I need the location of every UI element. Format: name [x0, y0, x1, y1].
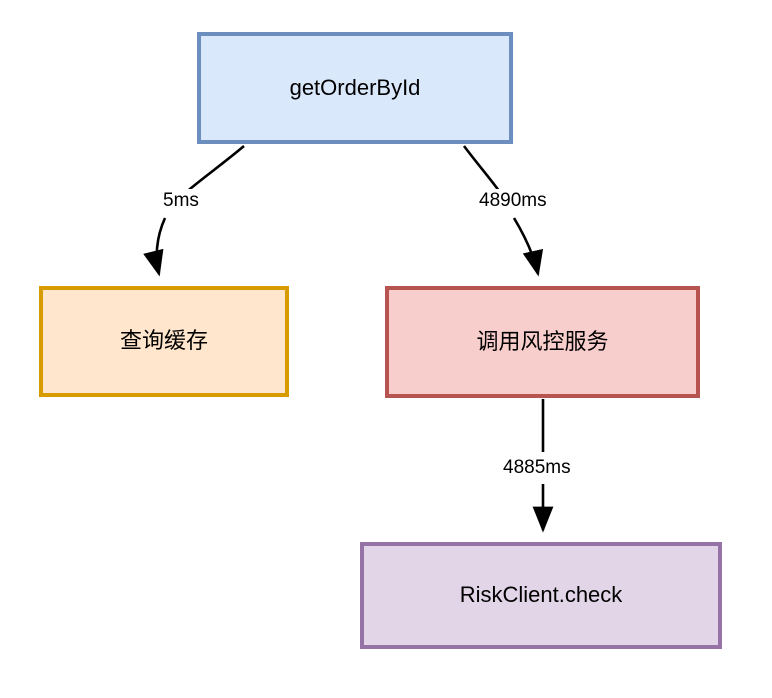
edge-label-cache: 5ms	[160, 189, 202, 213]
edge-label-risk: 4890ms	[476, 189, 550, 213]
edge-label-riskclient: 4885ms	[500, 456, 574, 480]
node-get-order-by-id[interactable]: getOrderById	[197, 32, 513, 144]
edge-path-cache-arrow	[143, 217, 167, 277]
node-label-call-risk-service: 调用风控服务	[476, 328, 609, 354]
node-risk-client-check[interactable]: RiskClient.check	[360, 542, 722, 649]
edge-path-risk-arrow	[512, 217, 544, 277]
node-call-risk-service[interactable]: 调用风控服务	[385, 286, 700, 398]
node-label-risk-client-check: RiskClient.check	[459, 582, 623, 608]
node-label-query-cache: 查询缓存	[119, 328, 208, 354]
node-label-get-order-by-id: getOrderById	[289, 74, 421, 100]
node-query-cache[interactable]: 查询缓存	[39, 286, 289, 397]
